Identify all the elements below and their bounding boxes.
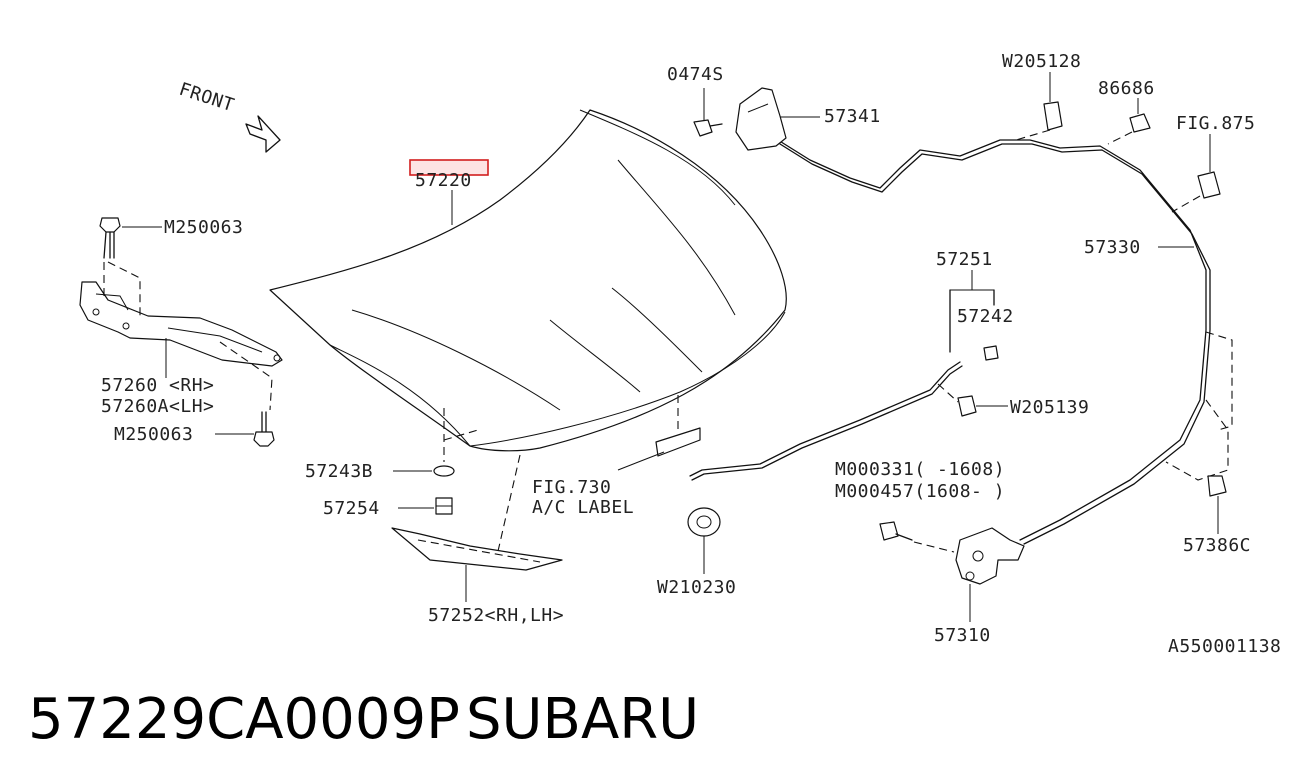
hinge-bracket: [79, 281, 283, 367]
clip-w205128: [1043, 101, 1063, 131]
cushion-57254: [435, 497, 453, 515]
latch-cable-57330: [777, 139, 1211, 545]
brand-name: SUBARU: [466, 687, 700, 752]
grommet-w210230: [687, 507, 721, 537]
hood-rod-57252: [391, 527, 563, 571]
clip-fig875: [1197, 171, 1221, 199]
label-57341: 57341: [824, 106, 881, 127]
label-fig875: FIG.875: [1176, 113, 1255, 134]
label-w205128: W205128: [1002, 51, 1081, 72]
label-0474s: 0474S: [667, 64, 724, 85]
label-57243b: 57243B: [305, 461, 373, 482]
label-57251: 57251: [936, 249, 993, 270]
label-57254: 57254: [323, 498, 380, 519]
hood-latch-57310: [955, 527, 1025, 585]
clip-57242: [983, 345, 999, 361]
front-direction-arrow: FRONT: [176, 79, 281, 153]
label-m000331: M000331( -1608): [835, 459, 1005, 480]
label-57252: 57252<RH,LH>: [428, 605, 564, 626]
label-m250063-bottom: M250063: [114, 424, 193, 445]
ac-label-sticker: [655, 427, 701, 457]
label-m000457: M000457(1608- ): [835, 481, 1005, 502]
label-ac-label: A/C LABEL: [532, 497, 634, 518]
label-57242: 57242: [957, 306, 1014, 327]
svg-text:FRONT: FRONT: [176, 79, 236, 116]
highlight-box-57220: [409, 159, 489, 176]
bolt-top-m250063: [99, 217, 121, 259]
label-fig730: FIG.730: [532, 477, 611, 498]
label-57260-rh: 57260 <RH>: [101, 375, 214, 396]
hood-panel: [269, 109, 787, 452]
label-w205139: W205139: [1010, 397, 1089, 418]
release-cable-57251: [689, 361, 963, 481]
label-57330: 57330: [1084, 237, 1141, 258]
label-m250063-top: M250063: [164, 217, 243, 238]
part-number: 57229CA0009P: [28, 687, 460, 752]
label-57310: 57310: [934, 625, 991, 646]
parts-diagram: FRONT: [79, 51, 1281, 657]
label-w210230: W210230: [657, 577, 736, 598]
washer-57243b: [433, 465, 455, 477]
caption: 57229CA0009P SUBARU: [28, 680, 1278, 760]
bolt-m000331: [879, 521, 913, 541]
bolt-bottom-m250063: [253, 411, 275, 447]
clip-w205139: [957, 395, 977, 417]
label-86686: 86686: [1098, 78, 1155, 99]
label-57220: 57220: [415, 170, 472, 191]
lock-bracket-57341: [735, 87, 787, 151]
diagram-ref-code: A550001138: [1168, 636, 1281, 657]
clip-57386c: [1207, 475, 1227, 497]
label-57260a-lh: 57260A<LH>: [101, 396, 214, 417]
clip-86686: [1129, 113, 1151, 133]
bolt-0474s: [693, 119, 723, 137]
label-57386c: 57386C: [1183, 535, 1251, 556]
